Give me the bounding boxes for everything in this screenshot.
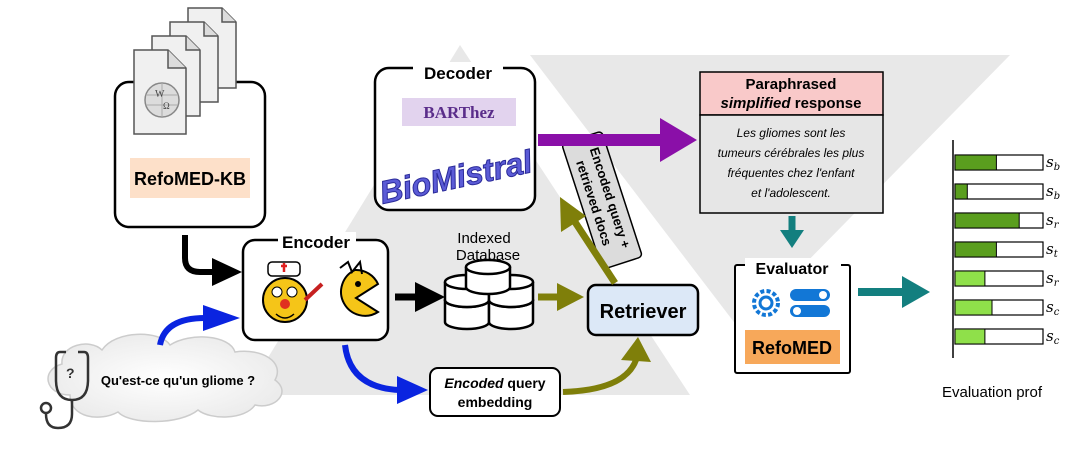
- gear-icon: [752, 289, 780, 317]
- barthez-logo: BARThez: [423, 103, 495, 122]
- profile-bar-fill: [954, 270, 986, 287]
- response-box: Paraphrased simplified response Les glio…: [699, 71, 884, 214]
- profile-bar-label: sr: [1046, 211, 1060, 231]
- profile-bar-fill: [954, 212, 1020, 229]
- retriever-to-decoder-arrow: [572, 220, 618, 285]
- decoder-box: Decoder BARThez BioMistral: [373, 62, 537, 212]
- query-embedding-line-2: embedding: [458, 394, 533, 410]
- evaluation-profile-caption: Evaluation prof: [942, 384, 1043, 401]
- svg-text:Ω: Ω: [163, 101, 170, 111]
- profile-bar-fill: [954, 328, 986, 345]
- db-to-retriever-arrowhead: [557, 283, 584, 311]
- toggle-switch-icon: [790, 289, 830, 317]
- encoder-to-embedding-arrowhead: [397, 376, 428, 404]
- camembert-cartoon-icon: [339, 259, 380, 317]
- database-label-line-1: Indexed: [457, 230, 510, 247]
- kb-label-background: [130, 158, 250, 198]
- response-to-evaluator-arrowhead: [780, 230, 804, 248]
- evaluator-title: Evaluator: [756, 261, 829, 278]
- profile-bar-fill: [954, 154, 997, 171]
- embedding-to-retriever-arrow: [562, 358, 639, 395]
- retriever-label: Retriever: [600, 301, 687, 323]
- retriever-box: [586, 283, 700, 337]
- profile-bar-fill: [954, 183, 968, 200]
- database-label-line-2: Database: [456, 247, 520, 264]
- knowledge-base: W Ω RefoMED-KB: [113, 7, 267, 229]
- wikipedia-globe-icon: W Ω: [144, 82, 180, 118]
- query-embedding-line-1: Encoded query: [444, 375, 545, 391]
- response-line-1: Les gliomes sont les: [737, 126, 846, 140]
- encoder-box: Encoder: [241, 232, 390, 342]
- encoder-to-embedding-arrow: [342, 344, 401, 393]
- response-title-line-2: simplified response: [721, 95, 862, 112]
- encoder-to-db-arrowhead: [415, 282, 445, 312]
- kb-label: RefoMED-KB: [134, 169, 246, 189]
- retriever-to-decoder-arrowhead: [560, 197, 586, 232]
- encoder-title: Encoder: [282, 233, 350, 252]
- database-icon: [443, 258, 535, 331]
- response-title-line-1: Paraphrased: [746, 76, 837, 93]
- profile-bar-label: sb: [1046, 153, 1060, 173]
- query-embedding-box: [429, 367, 561, 417]
- query-embedding-italic: Encoded: [444, 375, 504, 391]
- profile-bar-label: st: [1046, 240, 1059, 260]
- decoder-title: Decoder: [424, 64, 492, 83]
- stethoscope-icon: ?: [39, 350, 90, 430]
- refomed-label: RefoMED: [752, 338, 832, 358]
- profile-bar-fill: [954, 299, 993, 316]
- profile-bar-fill: [954, 241, 997, 258]
- profile-bar-label: sb: [1046, 182, 1060, 202]
- evaluation-profile: sb sb sr st sr sc sc: [952, 140, 1060, 358]
- response-title-italic: simplified: [721, 95, 792, 112]
- response-line-2: tumeurs cérébrales les plus: [718, 146, 865, 160]
- question-text: Qu'est-ce qu'un gliome ?: [101, 373, 255, 388]
- barthez-logo-bg: [402, 98, 516, 126]
- decoder-to-response-arrowhead: [660, 118, 697, 162]
- profile-bar-label: sc: [1046, 327, 1060, 347]
- embedding-to-retriever-arrowhead: [621, 337, 651, 362]
- response-title-rest: response: [791, 95, 862, 112]
- response-line-3: fréquentes chez l'enfant: [727, 166, 855, 180]
- response-line-4: et l'adolescent.: [751, 186, 831, 200]
- question-to-encoder-arrow: [157, 315, 206, 346]
- profile-bar-label: sr: [1046, 269, 1060, 289]
- query-embedding-rest: query: [504, 375, 546, 391]
- refomed-label-bg: [745, 330, 840, 364]
- evaluator-to-profile-arrowhead: [902, 276, 930, 308]
- kb-to-encoder-arrowhead: [212, 258, 242, 286]
- kb-to-encoder-arrow: [182, 235, 215, 275]
- profile-bar-track: [954, 183, 1044, 200]
- evaluator-box: Evaluator RefoMED: [734, 258, 851, 374]
- profile-bar-label: sc: [1046, 298, 1060, 318]
- svg-text:W: W: [155, 89, 165, 100]
- nurse-cartoon-icon: [262, 261, 324, 323]
- question-cloud: Qu'est-ce qu'un gliome ?: [47, 333, 283, 423]
- svg-text:?: ?: [66, 365, 75, 381]
- question-to-encoder-arrowhead: [203, 305, 240, 331]
